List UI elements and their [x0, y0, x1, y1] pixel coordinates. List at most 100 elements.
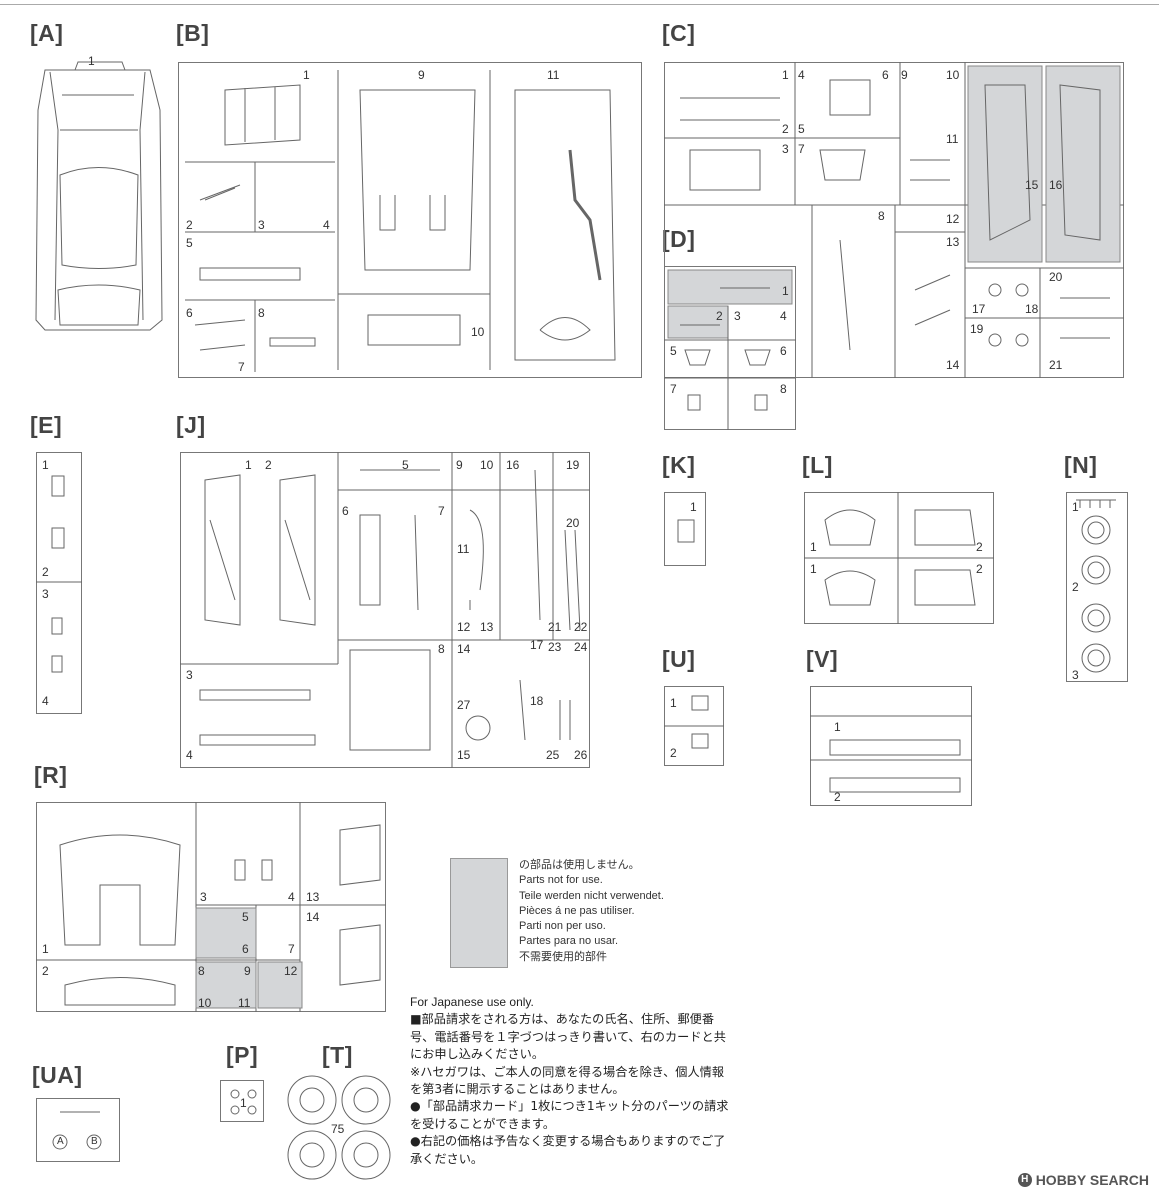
legend-line-fr: Pièces á ne pas utiliser.: [519, 904, 635, 917]
part-ua-b: B: [91, 1136, 98, 1147]
part-n-3: 3: [1072, 668, 1079, 682]
part-c-7: 7: [798, 142, 805, 156]
section-n-header: [N]: [1064, 452, 1098, 478]
section-a-header: [A]: [30, 20, 64, 46]
sprue-d-runners: [664, 270, 796, 430]
part-ua-a: A: [57, 1136, 64, 1147]
part-b-10: 10: [471, 325, 485, 339]
legend-line-it: Parti non per uso.: [519, 920, 606, 933]
part-j-7: 7: [438, 504, 445, 518]
part-c-11: 11: [946, 132, 959, 146]
sprue-e-runners: [36, 476, 82, 672]
sprue-n-wheels: [1076, 500, 1116, 672]
sprue-j-runners: [180, 452, 590, 768]
part-r-6: 6: [242, 942, 249, 956]
legend-line-zh: 不需要使用的部件: [519, 950, 607, 963]
note-item-4: ●右記の価格は予告なく変更する場合もありますのでご了承ください。: [410, 1134, 726, 1166]
part-j-25: 25: [546, 748, 560, 762]
part-e-1: 1: [42, 458, 49, 472]
part-b-1: 1: [303, 68, 310, 82]
part-j-11: 11: [457, 542, 470, 556]
part-j-10: 10: [480, 458, 494, 472]
part-j-12: 12: [457, 620, 471, 634]
part-c-10: 10: [946, 68, 960, 82]
sprue-l-seats: [804, 492, 994, 624]
part-u-2: 2: [670, 746, 677, 760]
part-j-21: 21: [548, 620, 562, 634]
unused-parts-swatch: [450, 858, 508, 968]
sprue-n-frame: [1066, 492, 1128, 682]
section-j-header: [J]: [176, 412, 206, 438]
part-d-8: 8: [780, 382, 787, 396]
legend-line-jp: の部品は使用しません。: [519, 859, 640, 871]
section-e-header: [E]: [30, 412, 63, 438]
section-d-header: [D]: [662, 226, 696, 252]
part-d-6: 6: [780, 344, 787, 358]
sprue-d-frame: [664, 266, 796, 430]
part-c-3: 3: [782, 142, 789, 156]
notes-title: For Japanese use only.: [410, 995, 534, 1009]
part-p-1: 1: [240, 1096, 247, 1110]
part-l-2a: 2: [976, 540, 983, 554]
part-b-11: 11: [547, 68, 560, 82]
part-r-10: 10: [198, 996, 212, 1010]
part-b-6: 6: [186, 306, 193, 320]
part-j-19: 19: [566, 458, 580, 472]
sprue-t-tires: [288, 1076, 390, 1179]
sprue-j-frame: [180, 452, 590, 768]
section-b-header: [B]: [176, 20, 210, 46]
part-c-8: 8: [878, 209, 885, 223]
part-c-12: 12: [946, 212, 960, 226]
part-j-22: 22: [574, 620, 588, 634]
part-j-14: 14: [457, 642, 471, 656]
note-item-3: ●「部品請求カード」1枚につき1キット分のパーツの請求を受けることができます。: [410, 1099, 729, 1131]
sprue-b-runners: [185, 70, 615, 372]
part-l-1a: 1: [810, 540, 817, 554]
car-body-top-view: [36, 62, 162, 330]
part-b-4: 4: [323, 218, 330, 232]
part-d-4: 4: [780, 309, 787, 323]
part-e-2: 2: [42, 565, 49, 579]
sprue-r-clear-parts: [36, 802, 386, 1012]
part-j-26: 26: [574, 748, 588, 762]
part-j-23: 23: [548, 640, 562, 654]
part-b-3: 3: [258, 218, 265, 232]
part-j-2: 2: [265, 458, 272, 472]
part-c-9: 9: [901, 68, 908, 82]
sprue-c-runners: [664, 62, 1124, 378]
part-c-19: 19: [970, 322, 984, 336]
legend-line-de: Teile werden nicht verwendet.: [519, 889, 664, 902]
part-k-1: 1: [690, 500, 697, 514]
sprue-b-frame: [178, 62, 642, 378]
sprue-v-frame: [810, 686, 972, 806]
part-j-4: 4: [186, 748, 193, 762]
part-d-2: 2: [716, 309, 723, 323]
part-j-16: 16: [506, 458, 520, 472]
part-v-1: 1: [834, 720, 841, 734]
parts-request-notes: For Japanese use only. ■部品請求をされる方は、あなたの氏…: [410, 994, 730, 1168]
part-c-16: 16: [1049, 178, 1063, 192]
sprue-u-parts: [664, 696, 724, 748]
sprue-r-frame: [36, 802, 386, 1012]
part-v-2: 2: [834, 790, 841, 804]
part-c-15: 15: [1025, 178, 1039, 192]
part-j-13: 13: [480, 620, 494, 634]
part-j-24: 24: [574, 640, 588, 654]
part-l-2b: 2: [976, 562, 983, 576]
unused-parts-legend: の部品は使用しません。 Parts not for use. Teile wer…: [519, 858, 664, 965]
part-c-5: 5: [798, 122, 805, 136]
part-r-5: 5: [242, 910, 249, 924]
section-v-header: [V]: [806, 646, 839, 672]
part-j-17: 17: [530, 638, 544, 652]
hobby-search-watermark: H HOBBY SEARCH: [1017, 1172, 1149, 1188]
sprue-p-part: [231, 1090, 256, 1114]
part-r-8: 8: [198, 964, 205, 978]
sprue-p-frame: [220, 1080, 264, 1122]
part-c-1: 1: [782, 68, 789, 82]
section-ua-header: [UA]: [32, 1062, 83, 1088]
part-c-4: 4: [798, 68, 805, 82]
part-r-7: 7: [288, 942, 295, 956]
part-j-20: 20: [566, 516, 580, 530]
section-k-header: [K]: [662, 452, 696, 478]
